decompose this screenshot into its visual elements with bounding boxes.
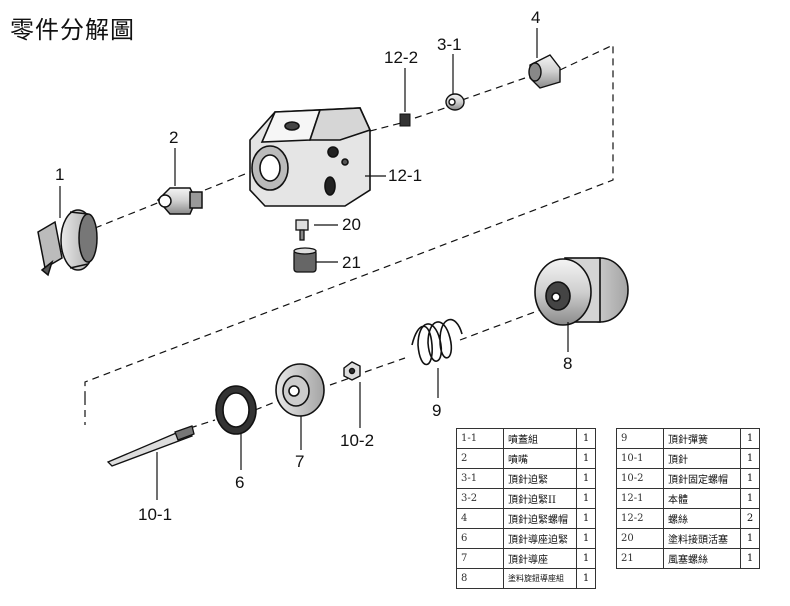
part-name: 塗料接頭活塞 [663,528,741,549]
parts-table-left: 1-1 噴蓋組 1 2 噴嘴 1 3-1 頂針迫緊 1 3-2 頂針迫緊II 1… [456,428,596,589]
part-9-spring [411,318,463,366]
part-no: 21 [616,548,664,569]
callout-8: 8 [563,354,572,373]
part-name: 風塞螺絲 [663,548,741,569]
callouts: 1 2 3-1 4 12-2 12-1 20 21 8 9 10-2 7 6 1… [55,8,572,524]
part-qty: 1 [576,488,596,509]
part-2-nozzle [156,187,203,215]
table-row: 1-1 噴蓋組 1 [456,428,596,449]
table-row: 12-2 螺絲 2 [616,508,760,529]
part-name: 螺絲 [663,508,741,529]
table-row: 4 頂針迫緊螺帽 1 [456,508,596,529]
part-qty: 1 [576,428,596,449]
part-qty: 1 [576,528,596,549]
part-name: 塗料旋鈕導座組 [503,568,577,589]
callout-4: 4 [531,8,540,27]
part-6-seal [215,385,257,435]
table-row: 20 塗料接頭活塞 1 [616,528,760,549]
callout-9: 9 [432,401,441,420]
leader-lines [59,28,569,500]
part-10-1-needle [106,425,195,467]
table-row: 7 頂針導座 1 [456,548,596,569]
callout-3-1: 3-1 [437,35,462,54]
part-name: 頂針固定螺帽 [663,468,741,489]
part-qty: 1 [576,568,596,589]
part-qty: 1 [740,448,760,469]
table-row: 3-2 頂針迫緊II 1 [456,488,596,509]
callout-10-2: 10-2 [340,431,374,450]
callout-21: 21 [342,253,361,272]
table-row: 10-2 頂針固定螺帽 1 [616,468,760,489]
part-20-piston [295,219,309,241]
part-no: 2 [456,448,504,469]
table-row: 10-1 頂針 1 [616,448,760,469]
part-12-2-screw [399,113,411,127]
part-12-1-body [249,107,372,207]
part-name: 頂針迫緊II [503,488,577,509]
part-10-2-nut [343,361,361,381]
part-name: 本體 [663,488,741,509]
part-name: 噴嘴 [503,448,577,469]
part-qty: 1 [576,508,596,529]
part-21-air-screw [293,247,317,273]
part-qty: 1 [740,488,760,509]
part-qty: 1 [576,468,596,489]
part-qty: 2 [740,508,760,529]
part-name: 頂針迫緊螺帽 [503,508,577,529]
callout-12-1: 12-1 [388,166,422,185]
part-3-1-packing [445,93,465,111]
part-qty: 1 [576,548,596,569]
table-row: 8 塗料旋鈕導座組 1 [456,568,596,589]
callout-7: 7 [295,452,304,471]
part-name: 頂針彈簧 [663,428,741,449]
part-8-knob [534,257,629,326]
table-row: 3-1 頂針迫緊 1 [456,468,596,489]
callout-6: 6 [235,473,244,492]
table-row: 12-1 本體 1 [616,488,760,509]
part-name: 頂針導座迫緊 [503,528,577,549]
part-name: 頂針迫緊 [503,468,577,489]
part-1-spray-cap [37,209,98,277]
part-qty: 1 [740,428,760,449]
part-no: 4 [456,508,504,529]
table-row: 9 頂針彈簧 1 [616,428,760,449]
part-qty: 1 [576,448,596,469]
part-4-packing-nut [528,54,561,89]
part-qty: 1 [740,528,760,549]
parts-table-right: 9 頂針彈簧 1 10-1 頂針 1 10-2 頂針固定螺帽 1 12-1 本體… [616,428,760,569]
callout-12-2: 12-2 [384,48,418,67]
part-no: 12-1 [616,488,664,509]
part-no: 7 [456,548,504,569]
table-row: 2 噴嘴 1 [456,448,596,469]
table-row: 6 頂針導座迫緊 1 [456,528,596,549]
callout-10-1: 10-1 [138,505,172,524]
callout-1: 1 [55,165,64,184]
part-no: 20 [616,528,664,549]
part-no: 10-1 [616,448,664,469]
part-no: 6 [456,528,504,549]
part-name: 頂針 [663,448,741,469]
part-qty: 1 [740,548,760,569]
part-name: 頂針導座 [503,548,577,569]
callout-2: 2 [169,128,178,147]
part-no: 12-2 [616,508,664,529]
part-no: 9 [616,428,664,449]
part-7-guide [275,363,325,417]
table-row: 21 風塞螺絲 1 [616,548,760,569]
part-no: 8 [456,568,504,589]
callout-20: 20 [342,215,361,234]
part-qty: 1 [740,468,760,489]
part-no: 3-1 [456,468,504,489]
part-name: 噴蓋組 [503,428,577,449]
part-no: 10-2 [616,468,664,489]
page-title: 零件分解圖 [10,16,135,44]
part-no: 1-1 [456,428,504,449]
part-no: 3-2 [456,488,504,509]
